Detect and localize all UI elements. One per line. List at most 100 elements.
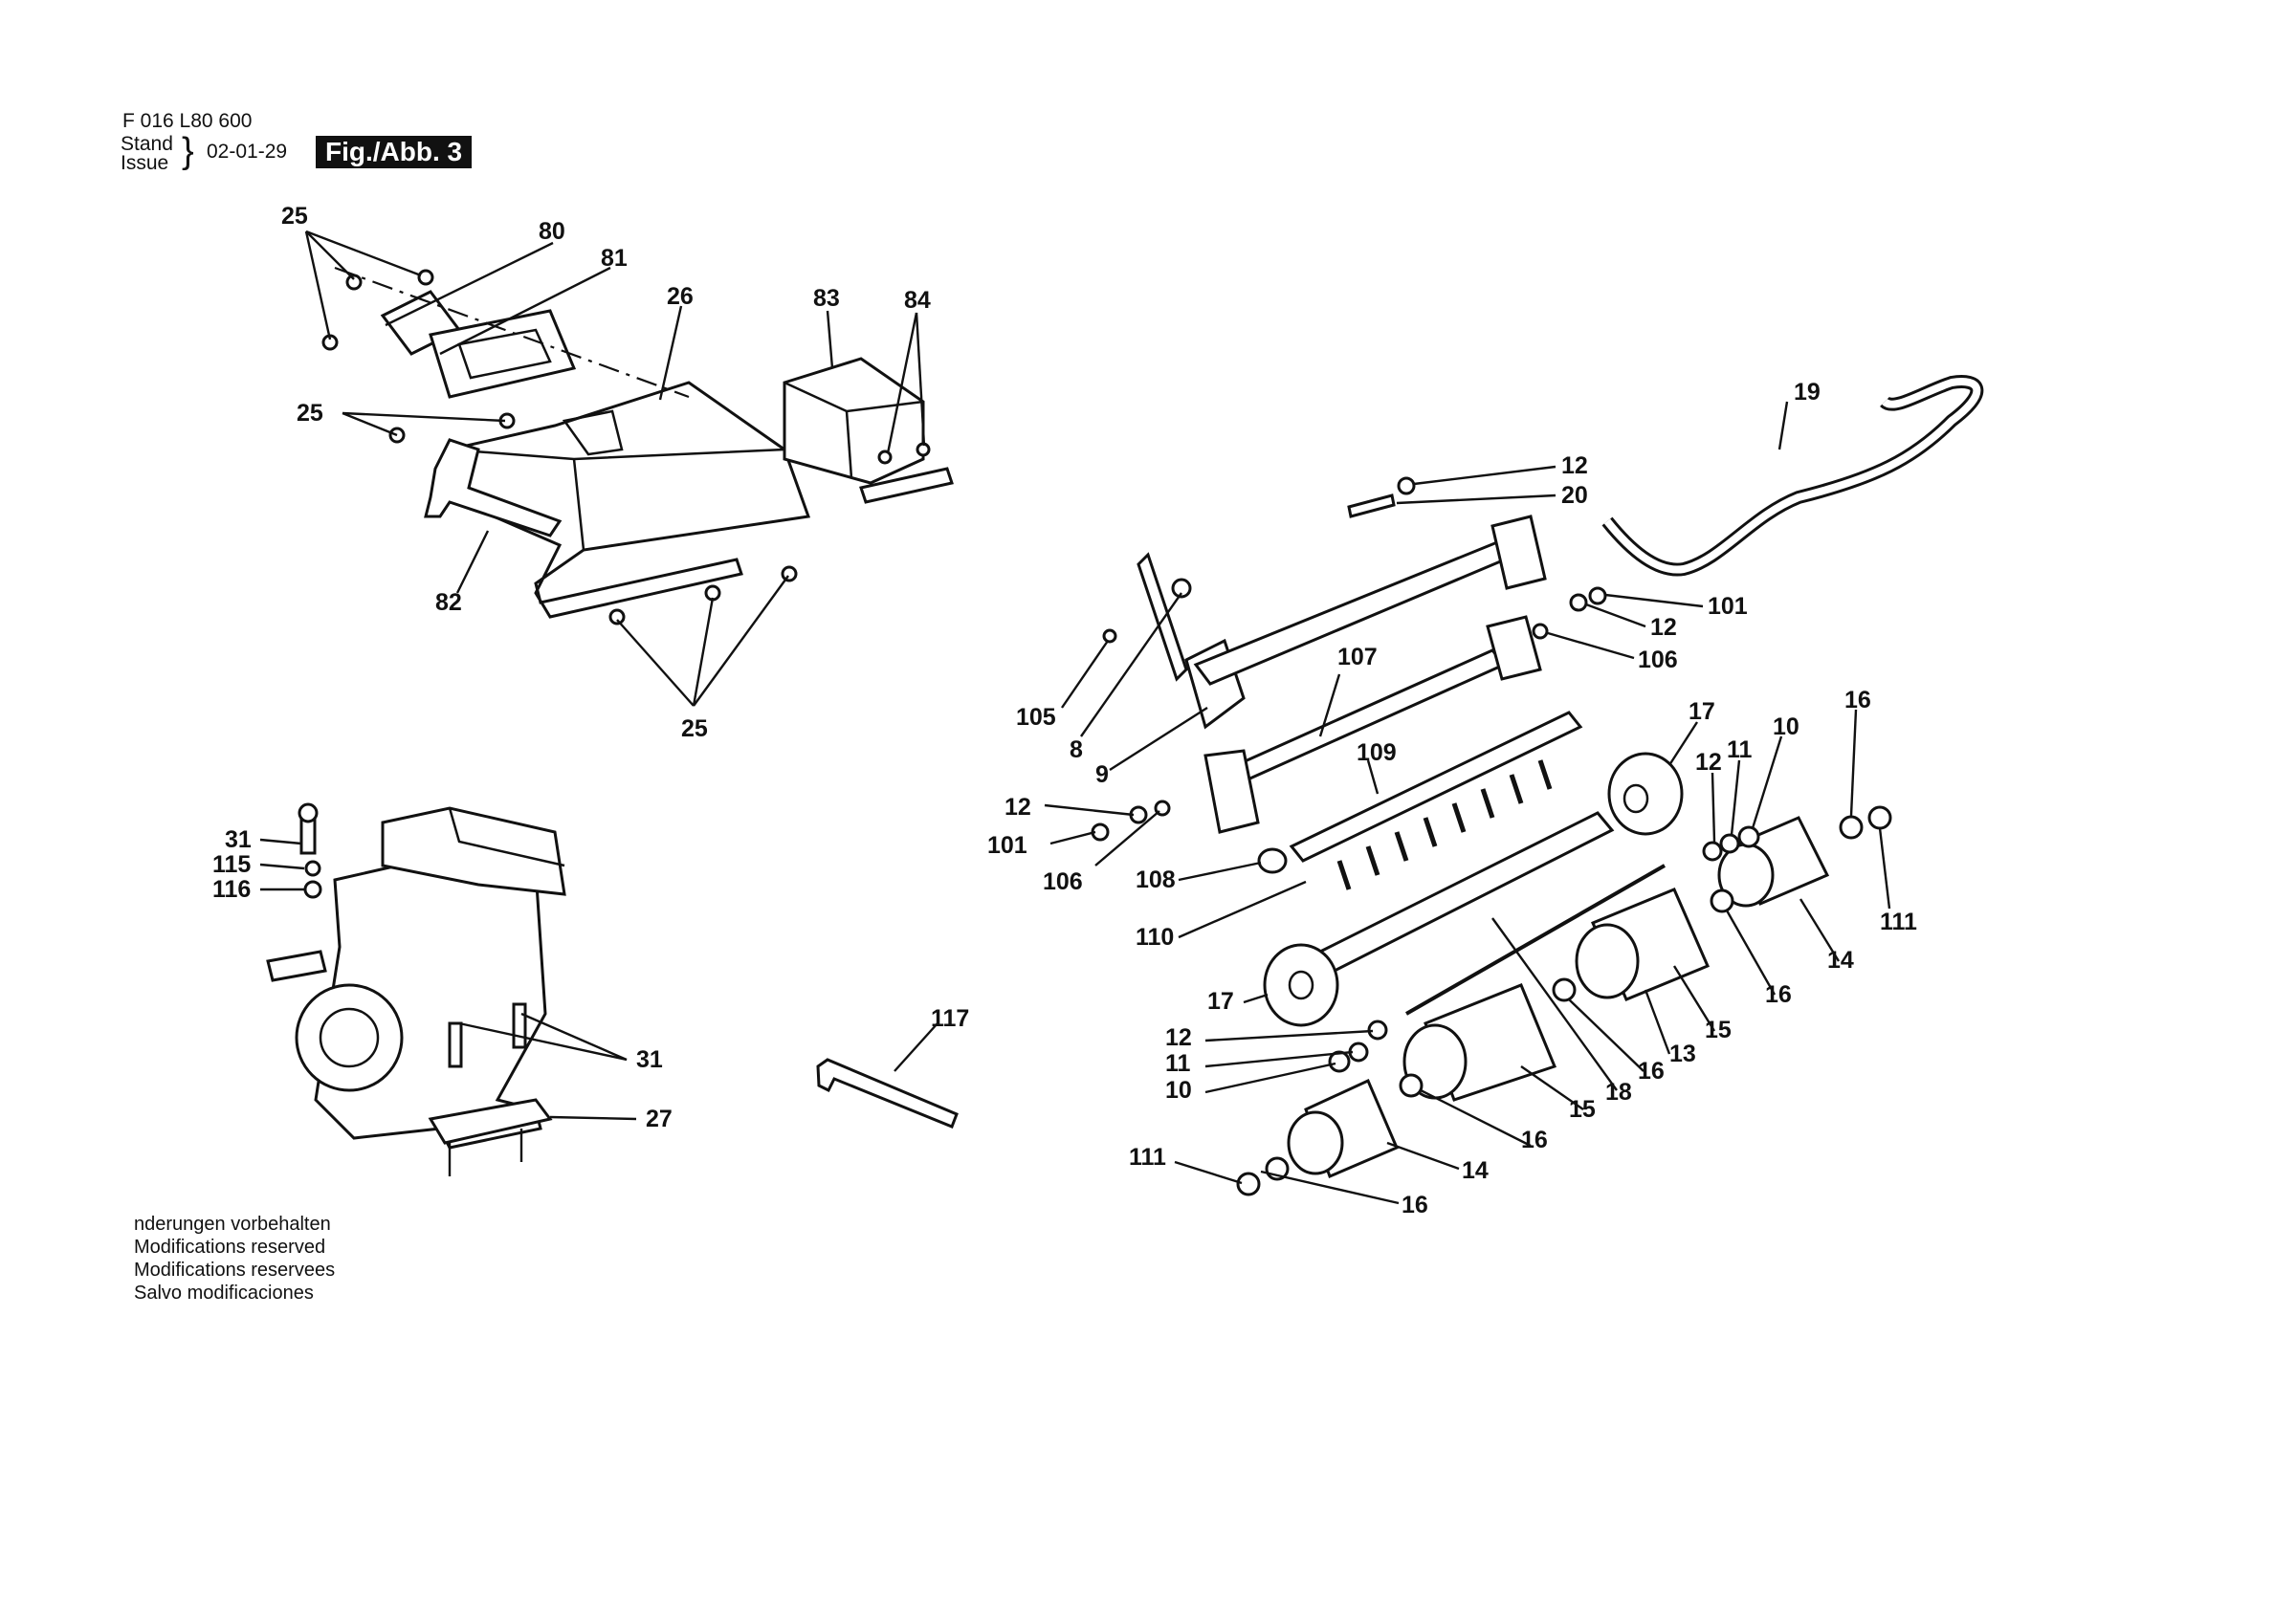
leader-lines bbox=[259, 230, 1891, 1205]
cover-hood-fold bbox=[572, 458, 585, 551]
label-14: 14 bbox=[1462, 1157, 1489, 1184]
engine-flywheel-hub bbox=[319, 1007, 380, 1068]
washer-12 bbox=[1367, 1020, 1388, 1041]
label-20: 20 bbox=[1561, 482, 1588, 509]
clip-8 bbox=[1171, 578, 1192, 599]
hex-key-117 bbox=[816, 1058, 959, 1129]
screw-25 bbox=[345, 274, 363, 291]
label-16: 16 bbox=[1844, 687, 1871, 713]
engine-tag bbox=[266, 950, 327, 982]
shaft-110 bbox=[1317, 811, 1615, 973]
engine-flywheel bbox=[295, 983, 404, 1092]
issue-label: Issue bbox=[121, 152, 169, 174]
label-19: 19 bbox=[1794, 379, 1821, 406]
nut-10 bbox=[1737, 825, 1760, 848]
label-15: 15 bbox=[1705, 1017, 1732, 1043]
label-25: 25 bbox=[297, 400, 323, 427]
stand-label: Stand bbox=[121, 133, 173, 155]
screw-84 bbox=[877, 450, 893, 465]
bracket-82 bbox=[424, 438, 563, 537]
label-16: 16 bbox=[1402, 1192, 1428, 1218]
header-brace: } bbox=[182, 131, 194, 171]
label-115: 115 bbox=[212, 851, 251, 878]
washer-16 bbox=[1710, 888, 1734, 913]
label-109: 109 bbox=[1357, 739, 1397, 766]
doc-number: F 016 L80 600 bbox=[122, 110, 253, 132]
label-10: 10 bbox=[1773, 713, 1799, 740]
wheel-17-hub bbox=[1288, 970, 1314, 1000]
washer-116 bbox=[303, 880, 322, 899]
screw-25 bbox=[704, 584, 721, 602]
washer-12 bbox=[1569, 593, 1588, 612]
washer-115 bbox=[304, 860, 321, 877]
label-15: 15 bbox=[1569, 1096, 1596, 1123]
label-106: 106 bbox=[1043, 868, 1083, 895]
screw-25 bbox=[417, 269, 434, 286]
roller-15-end bbox=[1575, 923, 1640, 999]
washer-12 bbox=[1397, 476, 1416, 495]
washer-12 bbox=[1702, 841, 1723, 862]
label-105: 105 bbox=[1016, 704, 1056, 731]
note-line: Salvo modificaciones bbox=[134, 1283, 314, 1304]
part-number-labels: 25 80 81 26 83 84 25 82 25 31 115 116 31… bbox=[212, 203, 1917, 1218]
engine-head-edge bbox=[448, 807, 565, 867]
label-117: 117 bbox=[931, 1005, 969, 1032]
label-83: 83 bbox=[813, 285, 840, 312]
wheel-17 bbox=[1263, 943, 1339, 1027]
roller-14-end bbox=[1287, 1110, 1344, 1175]
label-111: 111 bbox=[1880, 909, 1917, 935]
bolt-106 bbox=[1532, 623, 1549, 640]
label-31: 31 bbox=[636, 1046, 663, 1073]
label-101: 101 bbox=[1708, 593, 1748, 620]
label-12: 12 bbox=[1695, 749, 1722, 776]
side-plate-right-lower bbox=[1486, 615, 1542, 681]
nut-10 bbox=[1328, 1050, 1351, 1073]
wheel-17-hub bbox=[1623, 783, 1649, 814]
label-9: 9 bbox=[1095, 761, 1109, 788]
label-80: 80 bbox=[539, 218, 565, 245]
label-16: 16 bbox=[1638, 1058, 1665, 1085]
handle-bar-19-inner bbox=[1603, 378, 1981, 574]
label-25: 25 bbox=[281, 203, 308, 230]
bolt-101 bbox=[1588, 586, 1607, 605]
label-108: 108 bbox=[1136, 866, 1176, 893]
label-13: 13 bbox=[1669, 1041, 1696, 1067]
side-plate-right-upper bbox=[1490, 515, 1547, 590]
label-84: 84 bbox=[904, 287, 931, 314]
bolt-31 bbox=[448, 1021, 463, 1068]
issue-date: 02-01-29 bbox=[207, 141, 288, 163]
label-16: 16 bbox=[1521, 1127, 1548, 1153]
bolt-20 bbox=[1347, 493, 1396, 518]
threaded-rod-18 bbox=[1405, 864, 1666, 1016]
bolt-31 bbox=[512, 1002, 527, 1049]
label-11: 11 bbox=[1165, 1050, 1191, 1077]
label-14: 14 bbox=[1827, 947, 1854, 974]
side-plate-left-lower bbox=[1203, 749, 1260, 834]
frame-plate-81-window bbox=[457, 328, 552, 380]
screw-25 bbox=[608, 608, 626, 625]
nut-11 bbox=[1719, 833, 1740, 854]
lever-8 bbox=[1137, 552, 1188, 682]
engine-group bbox=[266, 802, 566, 1176]
label-16: 16 bbox=[1765, 981, 1792, 1008]
engine-cover-group bbox=[321, 266, 954, 625]
bushing-108 bbox=[1257, 847, 1288, 874]
label-11: 11 bbox=[1727, 736, 1753, 763]
label-17: 17 bbox=[1689, 698, 1715, 725]
engine-base-27 bbox=[428, 1098, 553, 1145]
label-111: 111 bbox=[1129, 1144, 1166, 1171]
guard-box-83-flange bbox=[859, 467, 954, 504]
cap-105 bbox=[1102, 628, 1117, 644]
label-12: 12 bbox=[1004, 794, 1031, 821]
roller-frame-group bbox=[1091, 476, 1666, 1016]
label-10: 10 bbox=[1165, 1077, 1192, 1104]
note-line: Modifications reserved bbox=[134, 1237, 326, 1258]
shaft-109 bbox=[1289, 711, 1583, 863]
label-31: 31 bbox=[225, 826, 252, 853]
label-12: 12 bbox=[1650, 614, 1677, 641]
rollers-group bbox=[1236, 752, 1892, 1196]
cover-hood bbox=[448, 381, 811, 619]
label-106: 106 bbox=[1638, 647, 1678, 673]
figure-label: Fig./Abb. 3 bbox=[316, 136, 473, 168]
